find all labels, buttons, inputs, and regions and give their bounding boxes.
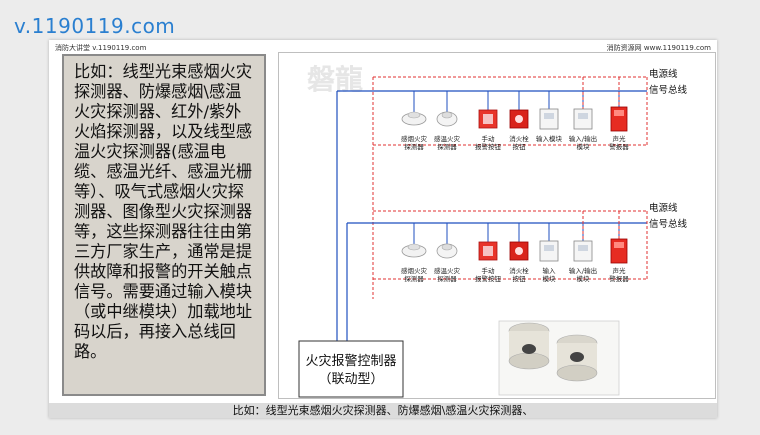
device-label: 模块 [577,142,591,151]
site-watermark: v.1190119.com [14,14,176,38]
header-left-text: 消防大讲堂 v.1190119.com [55,44,147,52]
device-label: 探测器 [437,142,457,151]
device-label: 警报器 [609,142,629,151]
device-label: 输入/输出 [569,134,597,143]
device-labels-row-1: 感烟火灾 探测器 感温火灾 探测器 手动 报警按钮 消火栓 按钮 输入模块 输入… [401,134,629,151]
slide: 消防大讲堂 v.1190119.com 消防资源网 www.1190119.co… [49,40,717,418]
device-label: 感烟火灾 [401,266,428,275]
device-label: 输入/输出 [569,266,597,275]
signal-bus-label-2: 信号总线 [649,218,688,230]
fire-alarm-wiring-diagram: 磐龍 电源线 信号总线 [278,52,716,399]
controller-subtitle: （联动型） [318,372,383,387]
smoke-detector-icon [401,111,427,126]
device-label: 按钮 [513,142,527,151]
device-label: 模块 [577,274,591,283]
device-label: 消火栓 [509,266,529,275]
smoke-detector-icon [401,243,427,258]
heat-detector-icon [436,111,458,127]
manual-alarm-button-icon [478,109,498,129]
io-module-icon [573,240,593,262]
controller-title: 火灾报警控制器 [305,353,396,369]
input-module-icon [539,108,559,130]
caption-bar: 比如：线型光束感烟火灾探测器、防爆感烟\感温火灾探测器、 [49,403,717,418]
body-text: 比如：线型光束感烟火灾探测器、防爆感烟\感温火灾探测器、红外/紫外火焰探测器，以… [74,62,253,361]
device-label: 警报器 [609,274,629,283]
device-label: 输入模块 [536,134,563,143]
power-line-label-2: 电源线 [649,202,678,214]
device-label: 模块 [543,274,557,283]
fire-alarm-controller: 火灾报警控制器 （联动型） [298,340,404,398]
device-label: 按钮 [513,274,527,283]
signal-bus-label-1: 信号总线 [649,84,688,96]
sound-light-alarm-icon [610,238,628,264]
device-row-2 [401,238,628,264]
device-label: 手动 [482,266,496,275]
device-labels-row-2: 感烟火灾 探测器 感温火灾 探测器 手动 报警按钮 消火栓 按钮 输入 模块 输… [401,266,629,283]
device-label: 报警按钮 [475,274,502,283]
device-label: 声光 [613,266,627,275]
device-label: 感温火灾 [434,266,461,275]
io-module-icon [573,108,593,130]
device-label: 探测器 [437,274,457,283]
text-panel: 比如：线型光束感烟火灾探测器、防爆感烟\感温火灾探测器、红外/紫外火焰探测器，以… [62,54,266,396]
device-label: 感烟火灾 [401,134,428,143]
heat-detector-icon [436,243,458,259]
device-label: 探测器 [404,142,424,151]
diagram-canvas: 磐龍 电源线 信号总线 [298,63,688,398]
detector-product-photo [498,320,620,396]
device-label: 输入 [543,266,557,275]
device-label: 手动 [482,134,496,143]
hydrant-button-icon [509,241,529,261]
power-line-label-1: 电源线 [649,68,678,80]
sound-light-alarm-icon [610,106,628,132]
hydrant-button-icon [509,109,529,129]
device-label: 探测器 [404,274,424,283]
device-label: 感温火灾 [434,134,461,143]
manual-alarm-button-icon [478,241,498,261]
header-right-text: 消防资源网 www.1190119.com [606,44,711,52]
device-row-1 [401,106,628,132]
device-label: 消火栓 [509,134,529,143]
input-module-icon [539,240,559,262]
device-label: 报警按钮 [475,142,502,151]
device-label: 声光 [613,134,627,143]
